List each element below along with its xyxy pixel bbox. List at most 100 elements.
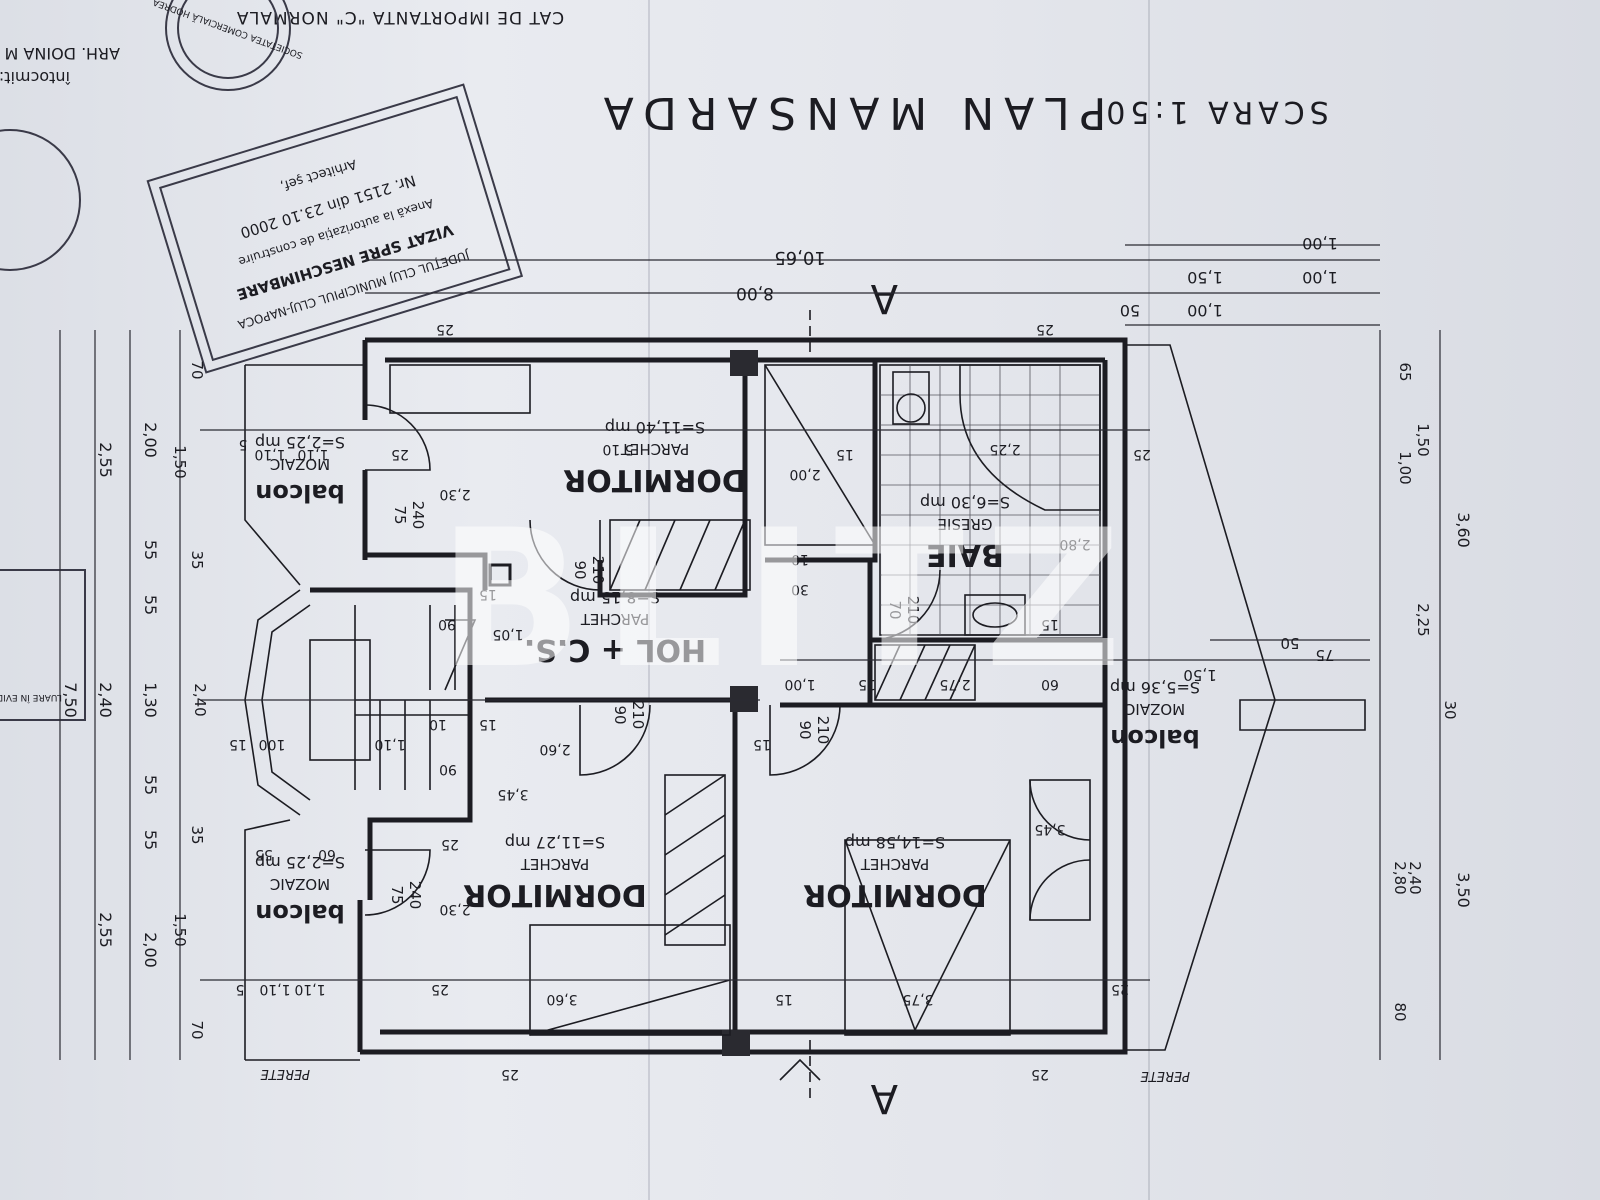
dimension-label: 25 (431, 981, 449, 997)
side-stamp: LUARE ÎN EVIDENȚĂ C.F. AUTOR (0, 129, 86, 721)
door-height: 210 (814, 716, 832, 745)
fold-line (648, 0, 650, 1200)
dimension-label: 15 (836, 446, 854, 462)
dimension-labels: 10,658,001,001,001,501,00503,603,50651,0… (61, 234, 1473, 1082)
door-width: 75 (391, 505, 409, 524)
section-markers: A A (779, 275, 898, 1121)
dimension-label: 2,55 (96, 912, 115, 948)
dimension-label: 2,25 (1414, 603, 1432, 636)
dimension-label: 15 (775, 991, 793, 1007)
dimension-label: 1,10 (374, 736, 405, 752)
dimension-label: 55 (141, 830, 160, 850)
dimension-label: 100 (259, 736, 286, 752)
room-floor: PARCHET (580, 610, 649, 628)
dimension-label: 3,60 (546, 991, 577, 1007)
dimension-label: 2,25 (989, 441, 1020, 457)
stamp-line-5: Arhitect şef, (278, 156, 358, 193)
door-height: 210 (589, 556, 607, 585)
room-name: HOL + C.S. (524, 632, 706, 667)
dimension-label: 2,00 (141, 422, 160, 458)
dimension-label: 25 (501, 1066, 519, 1082)
dimension-label: 25 (1036, 321, 1054, 337)
dimension-label: 5 (239, 436, 248, 452)
drawn-by-label: întocmit: (0, 68, 71, 87)
dimension-label: 1,50 (1183, 666, 1216, 684)
beds (389, 364, 1011, 1036)
bathroom-fixtures (879, 364, 1101, 636)
dimension-label: 1,30 (141, 682, 160, 718)
outer-walls (244, 337, 1366, 1061)
dimension-label: 15 (229, 736, 247, 752)
dimension-label: 1,00 (1302, 268, 1338, 287)
dimension-label: 1,10 (259, 981, 290, 997)
dimension-label: 3,60 (1454, 512, 1473, 548)
closets (609, 364, 1091, 946)
room-area: S=11,27 mp (505, 833, 605, 852)
door-swings (364, 404, 941, 916)
room-area: S=14,58 mp (845, 833, 945, 852)
dimension-label: 15 (858, 676, 876, 692)
dimension-label: 5 (236, 981, 245, 997)
room-name: balcon (1110, 724, 1199, 752)
dimension-label: 25 (1111, 981, 1129, 997)
dimension-label: 10 (791, 551, 809, 567)
dimension-label: 15 (753, 736, 771, 752)
importance-category: CAT DE IMPORTANTA "C" NORMALA (236, 7, 564, 27)
door-width: 75 (388, 885, 406, 904)
dimension-label: 8,00 (736, 283, 774, 303)
door-height: 210 (904, 596, 922, 625)
dimension-label: 50 (1120, 301, 1140, 320)
dimension-label: 65 (1396, 362, 1414, 381)
dimension-label: 1,50 (171, 445, 189, 478)
dimension-label: 35 (188, 825, 206, 844)
dimension-label: 25 (441, 836, 459, 852)
room-area: S=11,40 mp (605, 418, 705, 437)
dimension-label: 2,60 (539, 741, 570, 757)
room-name: balcon (255, 899, 344, 927)
dimension-label: 75 (1315, 646, 1334, 664)
room-name: DORMITOR (563, 462, 747, 497)
dimension-label: 15 (1041, 616, 1059, 632)
dimension-label: 7,50 (61, 682, 80, 718)
dimension-label: 2,40 (191, 683, 209, 716)
dimension-label: 2,55 (96, 442, 115, 478)
door-height: 240 (409, 501, 427, 530)
dimension-label: 2,75 (939, 676, 970, 692)
room-area: S=5,36 mp (1110, 678, 1200, 697)
door-width: 90 (796, 720, 814, 739)
room-floor: MOZAIC (1125, 700, 1185, 718)
dimension-label: 2,00 (789, 466, 820, 482)
dimension-label: 5 10 (602, 441, 633, 457)
room-area: S=6,30 mp (920, 493, 1010, 512)
dimension-label: 70 (188, 360, 206, 379)
dimension-label: 25 (436, 321, 454, 337)
dimension-label: 10,65 (774, 247, 826, 268)
dimension-label: 15 (479, 586, 497, 602)
door-height: 240 (406, 881, 424, 910)
door-width: 90 (611, 705, 629, 724)
dimension-label: 1,00 (1396, 451, 1414, 484)
fold-line (1148, 0, 1150, 1200)
dimension-label: 80 (1391, 1002, 1409, 1021)
approval-stamp: JUDEȚUL CLUJ MUNICIPIUL CLUJ-NAPOCA VIZA… (146, 83, 524, 374)
room-floor: MOZAIC (270, 875, 330, 893)
dimension-label: 2,80 (1391, 861, 1409, 894)
watermark: BLITZ (438, 489, 1142, 710)
dimension-label: 1,50 (171, 913, 189, 946)
dimension-label: 35 (188, 550, 206, 569)
dimension-label: 55 (141, 540, 160, 560)
room-name: BAIE (926, 537, 1004, 572)
dimension-label: 1,10 (297, 446, 328, 462)
dimension-label: 55 (141, 595, 160, 615)
dimension-label: 30 (791, 581, 809, 597)
dimension-label: 2,30 (439, 901, 470, 917)
room-area: S=8,15 mp (570, 588, 660, 607)
dimension-label: 50 (1280, 634, 1299, 652)
door-width: 70 (886, 600, 904, 619)
dimension-label: 1,05 (492, 626, 523, 642)
dimension-label: 1,00 (1187, 301, 1223, 320)
